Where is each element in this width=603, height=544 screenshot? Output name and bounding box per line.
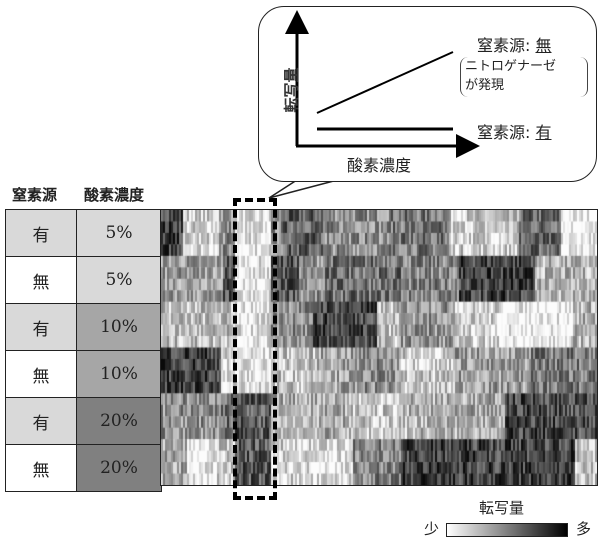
oxygen-cell: 10% [76,303,162,351]
nitrogenase-note: ニトロゲナーゼが発現 [460,57,588,97]
callout-x-label: 酸素濃度 [347,156,412,175]
oxygen-cell: 5% [76,256,162,304]
label-prefix: 窒素源: [477,123,536,142]
header-nitrogen: 窒素源 [12,186,58,204]
legend-high: 多 [576,520,592,538]
callout-bubble [258,6,597,182]
highlight-dashed-box [233,198,277,500]
label-nitrogen-absent: 窒素源: 無 [477,32,552,56]
label-nitrogen-present: 窒素源: 有 [477,119,552,143]
nitrogen-cell: 有 [5,303,77,351]
label-value: 有 [535,123,552,142]
label-value: 無 [535,36,552,55]
legend-low: 少 [424,520,440,538]
label-prefix: 窒素源: [477,36,536,55]
header-oxygen: 酸素濃度 [84,186,145,204]
callout-y-label: 転写量 [282,67,301,113]
line-nitrogen-absent [316,51,454,114]
oxygen-cell: 5% [76,209,162,257]
nitrogen-cell: 有 [5,209,77,257]
nitrogen-cell: 有 [5,397,77,445]
legend-title: 転写量 [479,499,525,517]
legend-colorbar [446,523,568,537]
note-line2: が発現 [465,78,505,93]
nitrogen-cell: 無 [5,444,77,492]
oxygen-cell: 20% [76,397,162,445]
note-line1: ニトロゲナーゼ [465,59,557,74]
oxygen-cell: 20% [76,444,162,492]
nitrogen-cell: 無 [5,256,77,304]
nitrogen-cell: 無 [5,350,77,398]
